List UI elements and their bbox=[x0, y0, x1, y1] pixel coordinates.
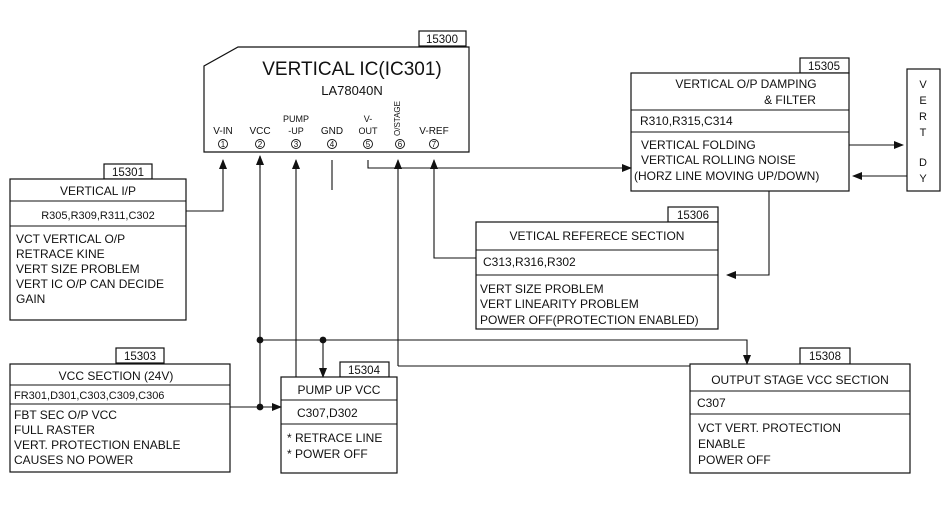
vertical-ip-symptom: VCT VERTICAL O/P bbox=[16, 232, 125, 246]
output-stage-symptom: POWER OFF bbox=[698, 453, 771, 467]
vcc-section-title: VCC SECTION (24V) bbox=[59, 369, 174, 383]
pin-label-vcc: VCC bbox=[249, 126, 270, 137]
damping-filter-block: 15305 VERTICAL O/P DAMPING & FILTER R310… bbox=[630, 57, 850, 192]
vertical-ip-symptom: VERT SIZE PROBLEM bbox=[16, 262, 140, 276]
output-stage-symptom: VCT VERT. PROTECTION bbox=[698, 421, 841, 435]
pin-number-6: 6 bbox=[398, 140, 403, 149]
pin-label-pump: PUMP bbox=[283, 114, 309, 124]
damping-title-line1: VERTICAL O/P DAMPING bbox=[675, 77, 816, 91]
pin-number-1: 1 bbox=[221, 140, 226, 149]
junction-dot bbox=[256, 336, 264, 344]
ic-tag: 15300 bbox=[426, 34, 458, 46]
vert-dy-letter: D bbox=[919, 157, 927, 169]
pin-label-v-ref: V-REF bbox=[419, 126, 448, 137]
vcc-section-block: 15303 VCC SECTION (24V) FR301,D301,C303,… bbox=[9, 347, 231, 473]
pin-number-7: 7 bbox=[432, 140, 437, 149]
vertical-ip-title: VERTICAL I/P bbox=[60, 184, 136, 198]
pin-number-5: 5 bbox=[366, 140, 371, 149]
ic-tag-box bbox=[418, 30, 467, 47]
vert-dy-letter: R bbox=[919, 111, 927, 123]
pin-label-v: V- bbox=[364, 114, 373, 124]
pin-label-v-in: V-IN bbox=[213, 126, 232, 137]
vertical-ip-symptom: RETRACE KINE bbox=[16, 247, 105, 261]
wire-bus-output-stage bbox=[260, 339, 751, 365]
pin-number-circle bbox=[291, 139, 301, 149]
pin-label-up: -UP bbox=[288, 126, 304, 136]
junction-dot bbox=[319, 336, 327, 344]
vertical-ip-block: 15301 VERTICAL I/P R305,R309,R311,C302 V… bbox=[9, 163, 187, 321]
vert-dy-letter: Y bbox=[919, 173, 927, 185]
output-stage-box bbox=[689, 363, 911, 474]
output-stage-title: OUTPUT STAGE VCC SECTION bbox=[711, 373, 889, 387]
vcc-section-box bbox=[9, 363, 231, 473]
damping-tag: 15305 bbox=[808, 61, 840, 73]
vertical-ip-box bbox=[9, 178, 187, 321]
vcc-section-symptom: CAUSES NO POWER bbox=[14, 453, 134, 467]
wire-damping-to-reference bbox=[726, 191, 770, 279]
damping-symptom: VERTICAL FOLDING bbox=[641, 138, 756, 152]
reference-symptom: VERT SIZE PROBLEM bbox=[480, 282, 604, 296]
pin-number-circle bbox=[363, 139, 373, 149]
vert-dy-letter: T bbox=[920, 127, 927, 139]
pin-label-out: OUT bbox=[359, 126, 379, 136]
ic-part-number: LA78040N bbox=[321, 83, 382, 98]
vcc-section-symptom: VERT. PROTECTION ENABLE bbox=[14, 438, 180, 452]
vertical-ip-tag: 15301 bbox=[112, 167, 144, 179]
pump-up-tag: 15304 bbox=[348, 365, 381, 377]
junction-dot bbox=[256, 403, 264, 411]
damping-symptom: VERTICAL ROLLING NOISE bbox=[641, 153, 796, 167]
vcc-section-tag-box bbox=[115, 347, 165, 364]
connection-wires bbox=[186, 141, 907, 411]
damping-parts: R310,R315,C314 bbox=[640, 114, 733, 128]
vcc-section-symptom: FBT SEC O/P VCC bbox=[14, 408, 117, 422]
pin-number-circle bbox=[327, 139, 337, 149]
pin-number-circle bbox=[255, 139, 265, 149]
pump-up-parts: C307,D302 bbox=[297, 406, 358, 420]
pump-up-symptom: * POWER OFF bbox=[287, 447, 368, 461]
pin-label-ostage: O/STAGE bbox=[393, 101, 402, 136]
pump-up-title: PUMP UP VCC bbox=[298, 383, 381, 397]
pin-label-gnd: GND bbox=[321, 126, 343, 137]
reference-symptom: POWER OFF(PROTECTION ENABLED) bbox=[480, 313, 699, 327]
pin-number-circle bbox=[395, 139, 405, 149]
damping-title-line2: & FILTER bbox=[764, 93, 816, 107]
pin-number-4: 4 bbox=[330, 140, 335, 149]
vcc-section-tag: 15303 bbox=[124, 351, 156, 363]
vert-dy-letter: V bbox=[919, 79, 927, 91]
pin-number-circle bbox=[218, 139, 228, 149]
vertical-ip-parts: R305,R309,R311,C302 bbox=[41, 210, 155, 222]
vert-dy-block: V E R T D Y bbox=[906, 68, 941, 192]
pin-number-3: 3 bbox=[294, 140, 299, 149]
pin-number-2: 2 bbox=[258, 140, 263, 149]
pin-number-circle bbox=[429, 139, 439, 149]
output-stage-block: 15308 OUTPUT STAGE VCC SECTION C307 VCT … bbox=[689, 347, 911, 474]
reference-parts: C313,R316,R302 bbox=[483, 255, 576, 269]
damping-symptom: (HORZ LINE MOVING UP/DOWN) bbox=[634, 169, 819, 183]
wire-v-ref bbox=[430, 159, 476, 259]
reference-symptom: VERT LINEARITY PROBLEM bbox=[480, 297, 639, 311]
output-stage-tag: 15308 bbox=[809, 351, 841, 363]
vert-dy-letter: E bbox=[919, 95, 926, 107]
vcc-section-parts: FR301,D301,C303,C309,C306 bbox=[14, 390, 164, 402]
vcc-section-symptom: FULL RASTER bbox=[14, 423, 95, 437]
ic-body bbox=[203, 46, 470, 153]
output-stage-symptom: ENABLE bbox=[698, 437, 745, 451]
vertical-ip-symptom: VERT IC O/P CAN DECIDE bbox=[16, 277, 164, 291]
wire-v-out bbox=[367, 160, 632, 172]
output-stage-parts: C307 bbox=[697, 396, 726, 410]
pump-up-symptom: * RETRACE LINE bbox=[287, 431, 382, 445]
vertical-ic-block: 15300 VERTICAL IC(IC301) LA78040N V-IN V… bbox=[203, 30, 470, 153]
vert-dy-box bbox=[906, 68, 941, 192]
ic-title: VERTICAL IC(IC301) bbox=[262, 59, 442, 80]
reference-title: VETICAL REFERECE SECTION bbox=[510, 229, 685, 243]
reference-section-block: 15306 VETICAL REFERECE SECTION C313,R316… bbox=[475, 206, 719, 330]
pump-up-box bbox=[280, 376, 398, 474]
vertical-ip-symptom: GAIN bbox=[16, 292, 45, 306]
reference-tag: 15306 bbox=[677, 210, 709, 222]
wire-v-in bbox=[186, 159, 227, 212]
pump-up-block: 15304 PUMP UP VCC C307,D302 * RETRACE LI… bbox=[280, 361, 398, 474]
